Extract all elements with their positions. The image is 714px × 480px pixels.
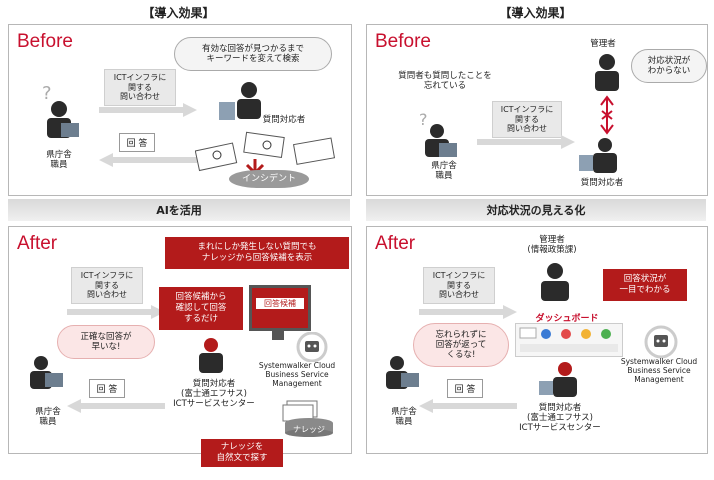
right-after-service: Systemwalker Cloud Business Service Mana… (620, 357, 698, 384)
right-after-panel: After 管理者 (情報政策課) ICTインフラに 関する 問い合わせ 回答状… (366, 226, 708, 454)
left-after-candidate: 回答候補 (256, 298, 304, 309)
right-before-bubble: 対応状況が わからない (631, 49, 707, 83)
right-band-label: 対応状況の見える化 (486, 204, 586, 217)
disconnect-arrow-icon (600, 95, 614, 135)
right-after-responder: 質問対応者 (富士通エフサス) ICTサービスセンター (519, 403, 601, 433)
robot-icon (644, 325, 678, 359)
right-heading: 【導入効果】 (499, 6, 572, 20)
inquiry-arrow-icon (477, 135, 575, 149)
dashboard-panel (515, 323, 623, 357)
staff-person-icon: ? (42, 85, 79, 138)
manager-person-icon (595, 54, 619, 91)
right-after-bubble: 忘れられずに 回答が返って くるな! (413, 323, 509, 367)
monitor-stand (272, 330, 284, 340)
right-after-answer: 回 答 (447, 379, 483, 398)
monitor-icon: 回答候補 (249, 285, 311, 331)
right-after-manager: 管理者 (情報政策課) (527, 235, 577, 255)
right-after-staff: 県庁舎 職員 (391, 407, 417, 427)
left-band: AIを活用 (8, 199, 350, 221)
left-after-responder: 質問対応者 (富士通エフサス) ICTサービスセンター (173, 379, 255, 409)
staff-person-icon (386, 356, 419, 389)
left-after-panel: After まれにしか発生しない質問でも ナレッジから回答候補を表示 ICTイン… (8, 226, 352, 467)
left-before-panel: Before 有効な回答が見つかるまで キーワードを変えて検索 ICTインフラに… (8, 24, 352, 196)
left-after-redbox-bottom: ナレッジを 自然文で探す (201, 439, 283, 467)
staff-person-icon (30, 356, 63, 389)
left-after-staff: 県庁舎 職員 (35, 407, 61, 427)
svg-text:?: ? (419, 113, 428, 129)
left-before-inquiry: ICTインフラに 関する 問い合わせ (104, 69, 176, 106)
responder-person-icon (199, 338, 223, 373)
manager-person-icon (541, 263, 569, 301)
responder-person-icon (579, 138, 617, 173)
responder-person-icon (219, 82, 261, 120)
left-heading: 【導入効果】 (142, 6, 215, 20)
left-after-answer: 回 答 (89, 379, 125, 398)
search-documents-icon (195, 131, 336, 176)
right-after-dashboard: ダッシュボード (535, 314, 599, 324)
left-after-label: After (17, 233, 58, 254)
left-after-redbox-top: まれにしか発生しない質問でも ナレッジから回答候補を表示 (165, 237, 349, 269)
left-after-knowledge: ナレッジ (293, 425, 325, 434)
right-before-responder: 質問対応者 (580, 178, 624, 188)
right-after-label: After (375, 233, 416, 254)
left-before-label: Before (17, 31, 73, 52)
left-before-responder: 質問対応者 (262, 115, 306, 125)
left-after-redbox-mid: 回答候補から 確認して回答 するだけ (159, 287, 243, 330)
left-before-bubble: 有効な回答が見つかるまで キーワードを変えて検索 (174, 37, 332, 71)
answer-arrow-icon (419, 399, 517, 413)
left-after-bubble: 正確な回答が 早いな! (57, 325, 155, 359)
left-band-label: AIを活用 (156, 204, 202, 217)
dashboard-chart-icon (519, 327, 618, 352)
staff-person-icon: ? (419, 113, 457, 157)
right-before-forgot: 質問者も質問したことを 忘れている (398, 71, 492, 91)
left-after-service: Systemwalker Cloud Business Service Mana… (258, 361, 336, 388)
responder-person-icon (539, 362, 577, 397)
inquiry-arrow-icon (67, 305, 165, 319)
inquiry-arrow-icon (419, 305, 517, 319)
robot-icon (296, 332, 328, 362)
left-after-inquiry: ICTインフラに 関する 問い合わせ (71, 267, 143, 304)
right-before-inquiry: ICTインフラに 関する 問い合わせ (492, 101, 562, 138)
left-before-staff: 県庁舎 職員 (46, 150, 72, 170)
right-after-inquiry: ICTインフラに 関する 問い合わせ (423, 267, 495, 304)
right-band: 対応状況の見える化 (366, 199, 706, 221)
answer-arrow-icon (99, 153, 197, 167)
right-before-manager: 管理者 (590, 39, 616, 49)
inquiry-arrow-icon (99, 103, 197, 117)
left-before-incident: インシデント (229, 170, 309, 188)
left-before-answer: 回 答 (119, 133, 155, 152)
right-after-redbox: 回答状況が 一目でわかる (603, 269, 687, 301)
right-before-staff: 県庁舎 職員 (431, 161, 457, 181)
right-before-label: Before (375, 31, 431, 52)
knowledge-database-icon (282, 400, 333, 437)
svg-text:?: ? (42, 85, 52, 104)
right-before-panel: Before 管理者 対応状況が わからない 質問者も質問したことを 忘れている… (366, 24, 708, 196)
answer-arrow-icon (67, 399, 165, 413)
